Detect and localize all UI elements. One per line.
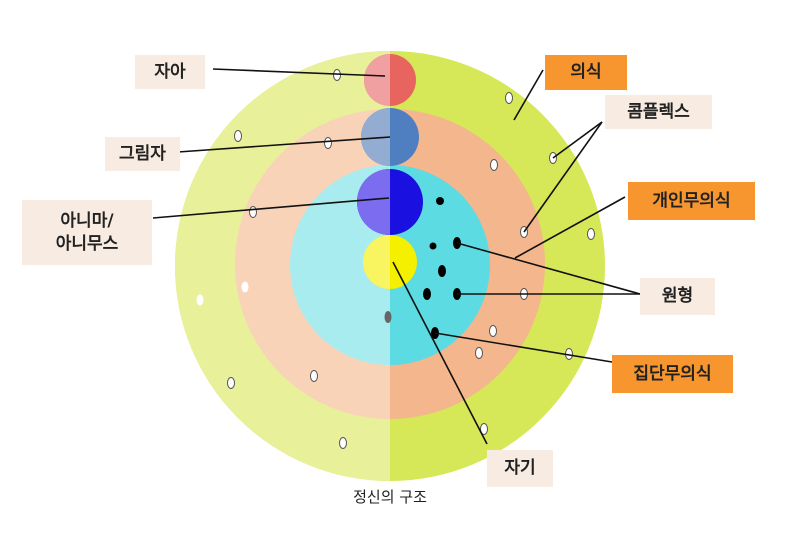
- label-anima-animus: 아니마/ 아니무스: [22, 200, 152, 265]
- label-archetype: 원형: [640, 278, 715, 315]
- anima-sphere: [357, 169, 423, 235]
- label-self: 자기: [487, 450, 553, 487]
- ego-sphere: [364, 54, 416, 106]
- label-ego: 자아: [135, 55, 205, 89]
- leader-lines: [152, 68, 641, 445]
- label-shadow: 그림자: [105, 137, 180, 171]
- diagram-caption: 정신의 구조: [353, 488, 427, 506]
- label-collective-unconscious: 집단무의식: [612, 355, 733, 393]
- label-conscious: 의식: [545, 55, 627, 90]
- self-sphere: [363, 235, 417, 289]
- label-complex: 콤플렉스: [605, 95, 712, 129]
- label-personal-unconscious: 개인무의식: [628, 182, 755, 220]
